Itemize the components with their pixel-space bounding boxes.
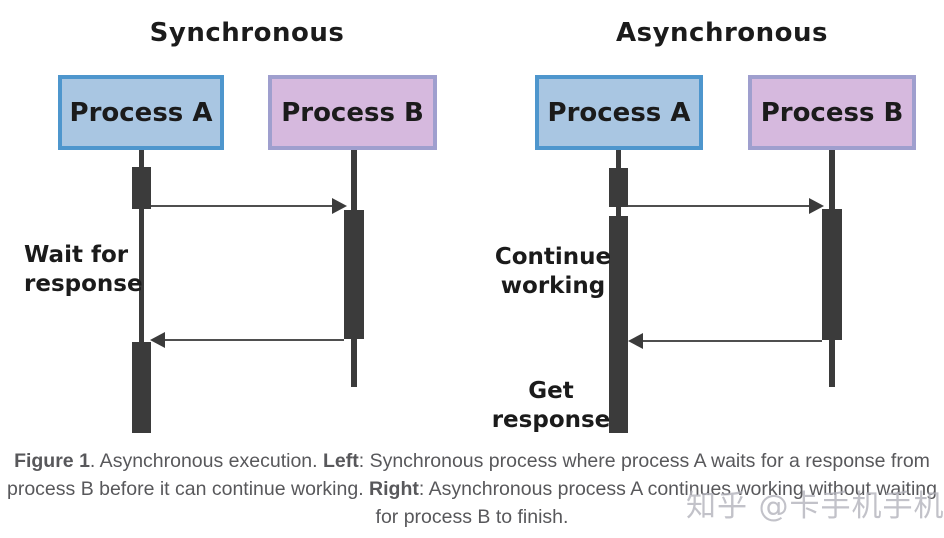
async-process-b-box: Process B: [748, 75, 916, 150]
async-a-activation-bar-2: [609, 216, 628, 433]
async-response-arrow: [628, 333, 822, 349]
caption-line-1: Figure 1. Asynchronous execution. Left: …: [0, 447, 944, 475]
sync-b-activation-bar: [344, 210, 364, 339]
sync-b-lifeline-segment: [351, 150, 357, 211]
get-label-line-1: Get: [528, 378, 574, 404]
async-process-b-label: Process B: [760, 97, 904, 128]
async-b-lifeline-tail: [829, 340, 835, 387]
sync-a-lifeline-segment: [139, 150, 144, 168]
sync-a-activation-bar-2: [132, 342, 151, 433]
async-a-activation-bar-1: [609, 168, 628, 207]
async-b-lifeline-segment: [829, 150, 835, 210]
async-title: Asynchronous: [615, 18, 829, 48]
caption-line-2: process B before it can continue working…: [0, 475, 944, 503]
caption-text: : Asynchronous process A continues worki…: [418, 478, 937, 500]
sync-request-arrow: [151, 198, 347, 214]
caption-text: for process B to finish.: [375, 506, 569, 528]
wait-for-response-label: Wait for response: [24, 241, 143, 299]
continue-label-line-1: Continue: [494, 244, 612, 270]
zhihu-watermark: 知乎 @卡手机手机: [686, 489, 944, 524]
async-a-lifeline-segment: [616, 150, 621, 169]
arrowhead-left-icon: [628, 333, 643, 349]
wait-label-line-2: response: [24, 271, 143, 297]
get-label-line-2: response: [491, 407, 611, 433]
sync-a-activation-bar-1: [132, 167, 151, 209]
async-request-arrow: [628, 198, 824, 214]
caption-line-3: for process B to finish.: [0, 503, 944, 531]
sync-process-b-label: Process B: [281, 97, 424, 128]
caption-text: : Synchronous process where process A wa…: [358, 450, 930, 472]
sync-process-a-label: Process A: [69, 97, 213, 128]
sync-b-lifeline-tail: [351, 339, 357, 387]
async-process-a-label: Process A: [547, 97, 691, 128]
arrowhead-left-icon: [150, 332, 165, 348]
sync-response-arrow: [150, 332, 344, 348]
continue-working-label: Continue working: [473, 243, 633, 301]
arrowhead-right-icon: [809, 198, 824, 214]
caption-figure-label: Figure 1: [14, 450, 90, 472]
async-b-activation-bar: [822, 209, 842, 340]
sync-a-lifeline-wait-segment: [139, 209, 144, 343]
async-a-lifeline-gap-segment: [616, 207, 621, 217]
caption-text: . Asynchronous execution.: [89, 450, 323, 472]
wait-label-line-1: Wait for: [24, 242, 129, 268]
caption-right-label: Right: [369, 478, 419, 500]
caption-text: process B before it can continue working…: [7, 478, 370, 500]
continue-label-line-2: working: [500, 273, 606, 299]
arrowhead-right-icon: [332, 198, 347, 214]
sync-process-b-box: Process B: [268, 75, 437, 150]
figure-caption: Figure 1. Asynchronous execution. Left: …: [0, 447, 944, 531]
sync-process-a-box: Process A: [58, 75, 224, 150]
caption-left-label: Left: [322, 450, 359, 472]
sync-title: Synchronous: [149, 18, 345, 48]
get-response-label: Get response: [471, 377, 631, 435]
async-process-a-box: Process A: [535, 75, 703, 150]
